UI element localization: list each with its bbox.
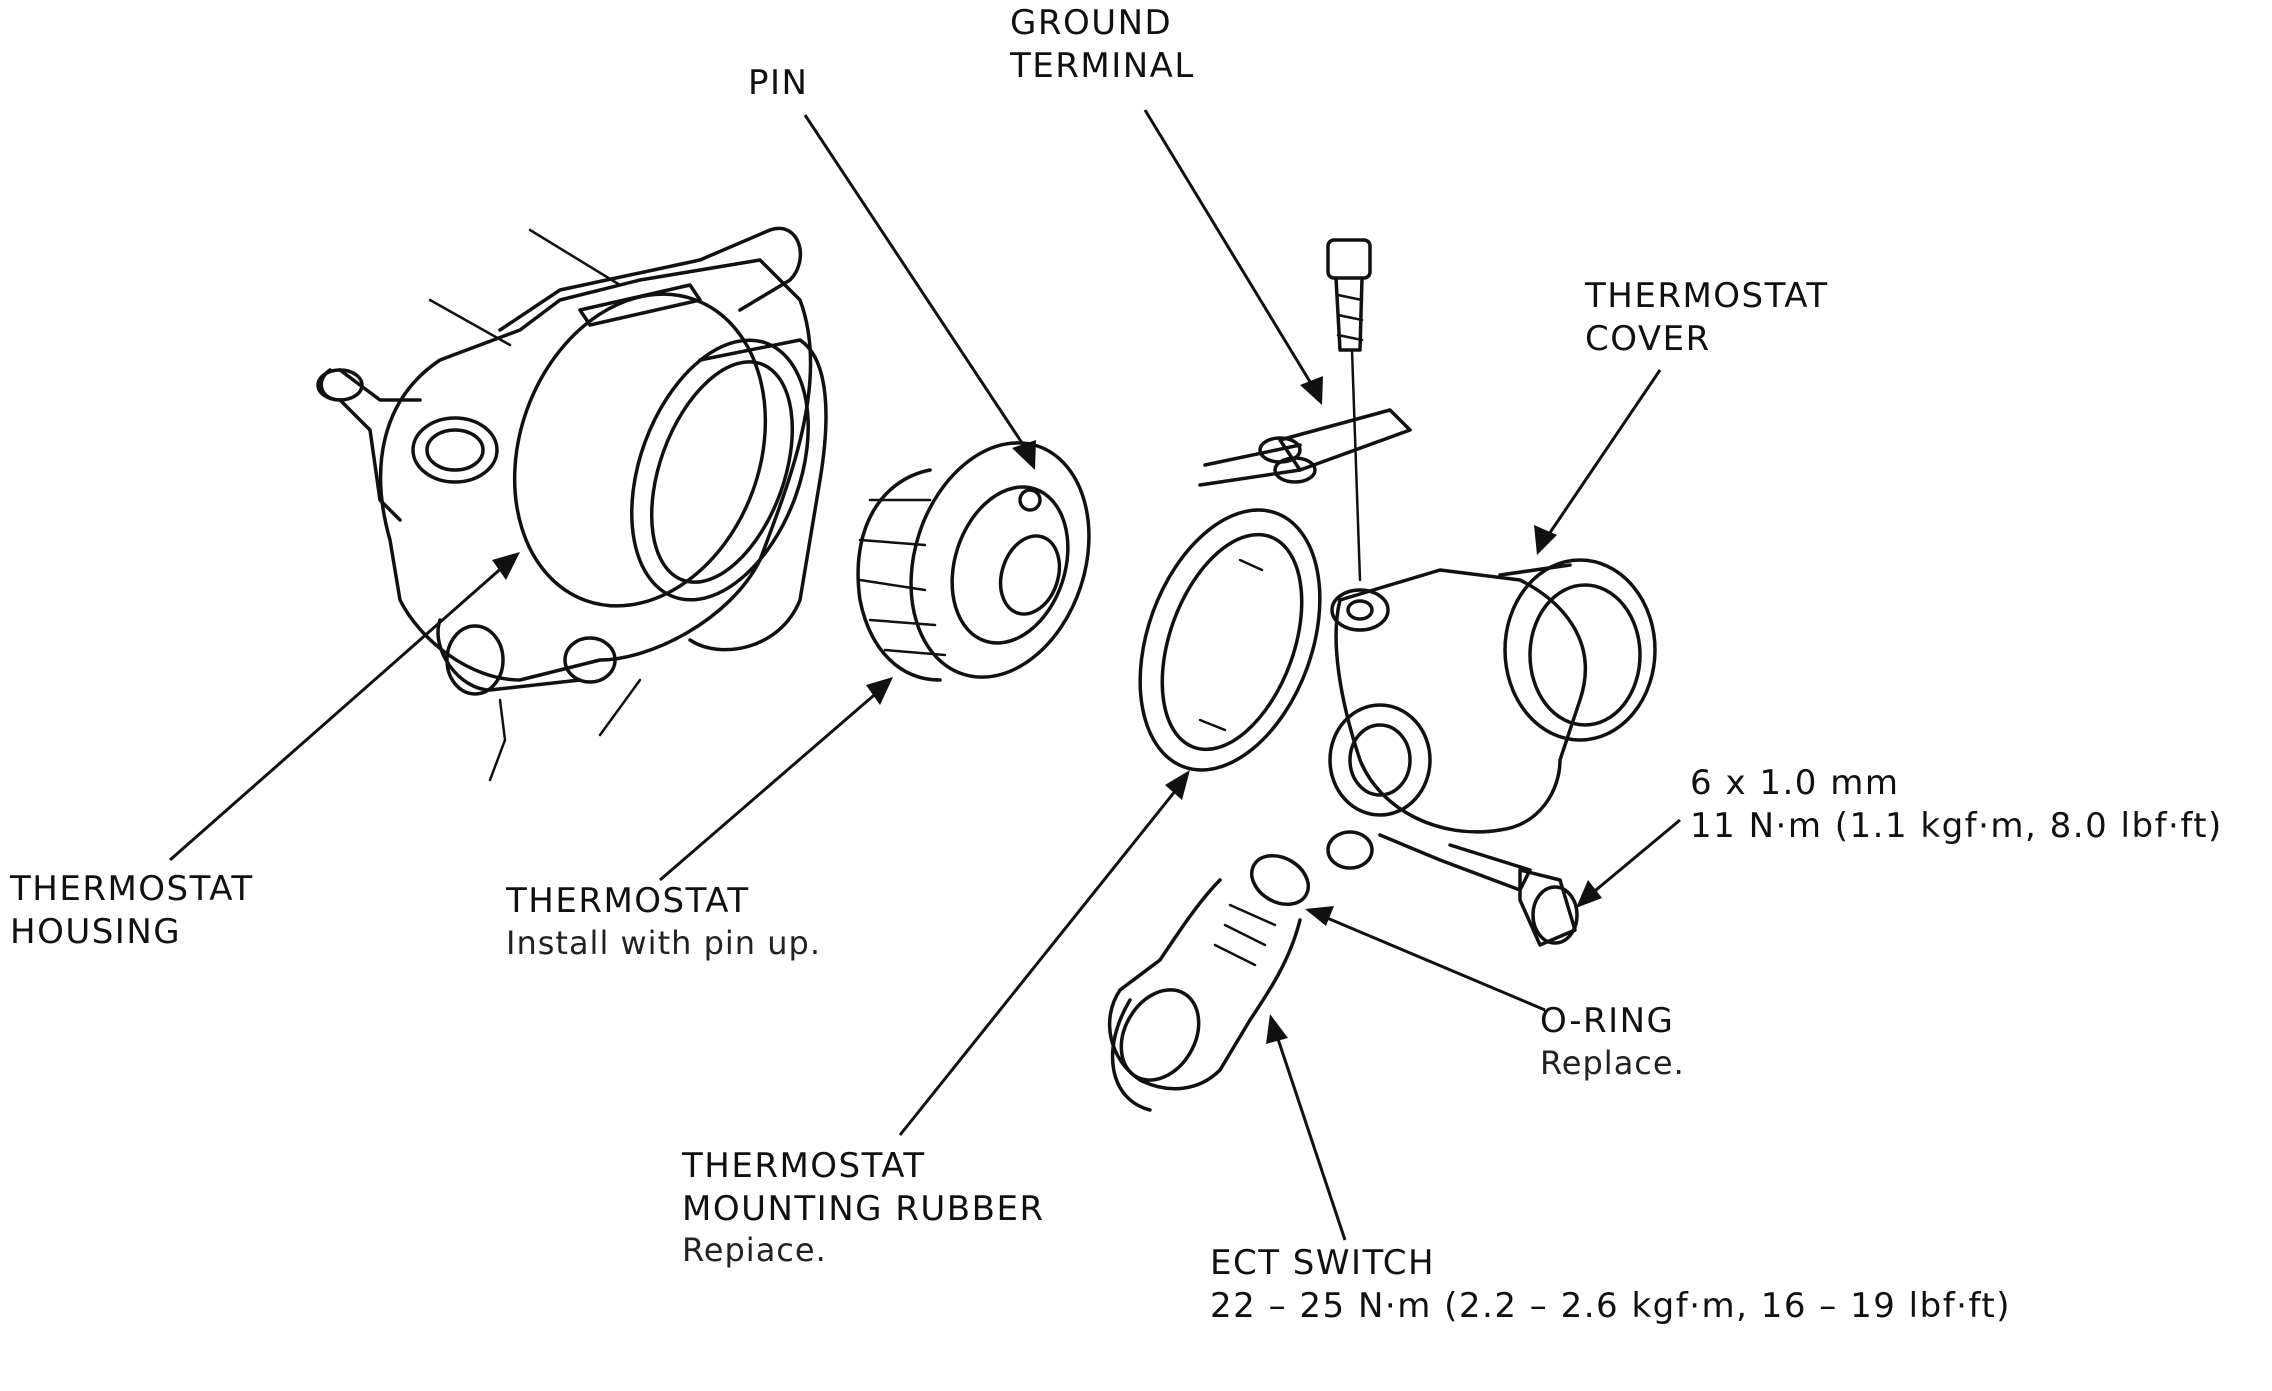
mounting-rubber-label: THERMOSTAT MOUNTING RUBBER Repiace. (682, 1145, 1045, 1270)
thermostat-housing-label: THERMOSTAT HOUSING (10, 868, 254, 953)
thermostat-note: Install with pin up. (506, 923, 821, 962)
thermostat-housing-part (316, 226, 828, 782)
bolt-spec-label: 6 x 1.0 mm 11 N·m (1.1 kgf·m, 8.0 lbf·ft… (1690, 762, 2223, 847)
mounting-rubber-part (1138, 508, 1322, 772)
ect-switch-part (1107, 854, 1310, 1112)
mounting-rubber-line2: MOUNTING RUBBER (682, 1188, 1045, 1229)
bolt-spec-size: 6 x 1.0 mm (1690, 763, 1900, 803)
ground-terminal-label: GROUND TERMINAL (1010, 2, 1195, 87)
o-ring-title: O-RING (1540, 1001, 1675, 1041)
thermostat-cover-label: THERMOSTAT COVER (1585, 275, 1829, 360)
thermostat-cover-line1: THERMOSTAT (1585, 276, 1829, 316)
ground-terminal-line2: TERMINAL (1010, 45, 1195, 86)
pin-label-title: PIN (748, 63, 809, 103)
mounting-rubber-note: Repiace. (682, 1231, 827, 1269)
bolt-spec-torque: 11 N·m (1.1 kgf·m, 8.0 lbf·ft) (1690, 805, 2223, 846)
ect-switch-title: ECT SWITCH (1210, 1243, 1436, 1283)
thermostat-cover-line2: COVER (1585, 318, 1711, 359)
o-ring-label: O-RING Replace. (1540, 1000, 1685, 1083)
ect-switch-torque: 22 – 25 N·m (2.2 – 2.6 kgf·m, 16 – 19 lb… (1210, 1285, 2011, 1326)
thermostat-cover-part (1326, 558, 1657, 947)
pin-label: PIN (748, 62, 808, 105)
mounting-rubber-line1: THERMOSTAT (682, 1146, 926, 1186)
bolt-and-ground-terminal-part (1198, 238, 1412, 582)
o-ring-note: Replace. (1540, 1043, 1685, 1082)
thermostat-housing-line1: THERMOSTAT (10, 869, 254, 909)
thermostat-title: THERMOSTAT (506, 881, 750, 921)
leader-lines (169, 109, 1681, 1241)
thermostat-housing-line2: HOUSING (10, 911, 182, 952)
thermostat-part (856, 441, 1091, 682)
thermostat-label: THERMOSTAT Install with pin up. (506, 880, 821, 963)
ground-terminal-line1: GROUND (1010, 3, 1173, 43)
ect-switch-label: ECT SWITCH 22 – 25 N·m (2.2 – 2.6 kgf·m,… (1210, 1242, 2011, 1327)
